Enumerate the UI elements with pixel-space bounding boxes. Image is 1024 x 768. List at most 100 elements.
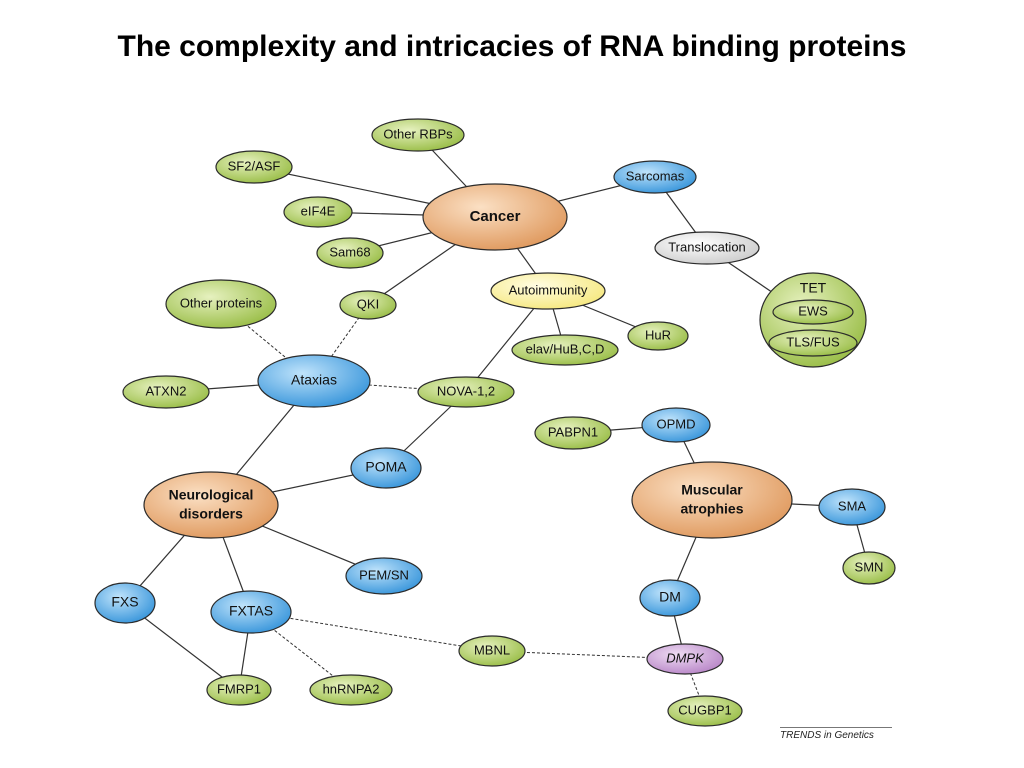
node-label-qki: QKI	[357, 296, 379, 311]
node-translocation: Translocation	[654, 231, 760, 265]
node-shape-neuro	[143, 471, 279, 539]
node-label-sma: SMA	[838, 498, 867, 513]
node-shape-poma	[350, 447, 422, 489]
node-hnrnpa2: hnRNPA2	[309, 674, 393, 706]
node-label-mbnl: MBNL	[474, 642, 510, 657]
node-label-ews: EWS	[798, 303, 828, 318]
node-autoimmunity: Autoimmunity	[490, 272, 606, 310]
node-shape-sarcomas	[613, 160, 697, 194]
node-hur: HuR	[627, 321, 689, 351]
node-label-opmd: OPMD	[657, 416, 696, 431]
node-pemsn: PEM/SN	[345, 557, 423, 595]
node-shape-hnrnpa2	[309, 674, 393, 706]
node-other_rbps: Other RBPs	[371, 118, 465, 152]
node-shape-fxs	[94, 582, 156, 624]
node-tlsfus: TLS/FUS	[768, 329, 858, 357]
node-shape-tlsfus	[768, 329, 858, 357]
node-shape-fxtas	[210, 590, 292, 634]
node-shape-muscular	[631, 461, 793, 539]
node-shape-qki	[339, 290, 397, 320]
node-qki: QKI	[339, 290, 397, 320]
node-shape-other_proteins	[165, 279, 277, 329]
node-shape-dm	[639, 579, 701, 617]
node-shape-pabpn1	[534, 416, 612, 450]
node-label-poma: POMA	[365, 459, 407, 475]
edge-fxtas-mbnl	[250, 611, 493, 652]
node-fxtas: FXTAS	[210, 590, 292, 634]
node-label-elav: elav/HuB,C,D	[526, 341, 605, 356]
node-shape-smn	[842, 551, 896, 585]
node-label-smn: SMN	[855, 559, 884, 574]
node-shape-sf2asf	[215, 150, 293, 184]
node-ews: EWS	[772, 299, 854, 325]
node-label-other_proteins: Other proteins	[180, 295, 263, 310]
node-label-muscular: Muscular	[681, 482, 743, 498]
node-shape-hur	[627, 321, 689, 351]
node-pabpn1: PABPN1	[534, 416, 612, 450]
node-label-other_rbps: Other RBPs	[383, 126, 453, 141]
node-neuro: Neurological disorders	[143, 471, 279, 539]
node-cancer: Cancer	[422, 183, 568, 251]
credit-label: TRENDS in Genetics	[780, 727, 892, 741]
node-label-neuro: disorders	[179, 506, 243, 522]
node-label-autoimmunity: Autoimmunity	[509, 282, 588, 297]
node-sarcomas: Sarcomas	[613, 160, 697, 194]
node-other_proteins: Other proteins	[165, 279, 277, 329]
node-label-fxtas: FXTAS	[229, 603, 273, 619]
node-label-atxn2: ATXN2	[146, 383, 187, 398]
node-label-cancer: Cancer	[470, 208, 521, 225]
node-shape-dmpk	[646, 643, 724, 675]
node-shape-cancer	[422, 183, 568, 251]
node-label-ataxias: Ataxias	[291, 372, 337, 388]
node-shape-mbnl	[458, 635, 526, 667]
node-shape-nova	[417, 376, 515, 408]
node-dm: DM	[639, 579, 701, 617]
node-shape-translocation	[654, 231, 760, 265]
node-sam68: Sam68	[316, 237, 384, 269]
node-ataxias: Ataxias	[257, 354, 371, 408]
node-label-translocation: Translocation	[668, 239, 746, 254]
node-shape-cugbp1	[667, 695, 743, 727]
node-label-cugbp1: CUGBP1	[678, 702, 731, 717]
node-label-pemsn: PEM/SN	[359, 567, 409, 582]
node-smn: SMN	[842, 551, 896, 585]
node-label-fmrp1: FMRP1	[217, 681, 261, 696]
node-sma: SMA	[818, 488, 886, 526]
node-label-muscular: atrophies	[680, 501, 743, 517]
node-atxn2: ATXN2	[122, 375, 210, 409]
node-label-hur: HuR	[645, 327, 671, 342]
node-eif4e: eIF4E	[283, 196, 353, 228]
node-label-dmpk: DMPK	[666, 650, 705, 665]
node-shape-opmd	[641, 407, 711, 443]
node-nova: NOVA-1,2	[417, 376, 515, 408]
node-shape-ataxias	[257, 354, 371, 408]
node-shape-ews	[772, 299, 854, 325]
node-elav: elav/HuB,C,D	[511, 334, 619, 366]
node-shape-autoimmunity	[490, 272, 606, 310]
node-shape-sma	[818, 488, 886, 526]
node-label-fxs: FXS	[111, 594, 138, 610]
node-label-tlsfus: TLS/FUS	[786, 334, 840, 349]
node-cugbp1: CUGBP1	[667, 695, 743, 727]
node-label-sam68: Sam68	[329, 244, 370, 259]
node-label-sarcomas: Sarcomas	[626, 168, 685, 183]
node-shape-atxn2	[122, 375, 210, 409]
node-shape-other_rbps	[371, 118, 465, 152]
node-shape-elav	[511, 334, 619, 366]
node-shape-pemsn	[345, 557, 423, 595]
node-label-hnrnpa2: hnRNPA2	[323, 681, 380, 696]
node-label-neuro: Neurological	[169, 487, 254, 503]
node-shape-sam68	[316, 237, 384, 269]
node-dmpk: DMPK	[646, 643, 724, 675]
node-fmrp1: FMRP1	[206, 674, 272, 706]
node-label-tet: TET	[800, 280, 827, 296]
node-shape-fmrp1	[206, 674, 272, 706]
node-label-dm: DM	[659, 589, 681, 605]
page-title: The complexity and intricacies of RNA bi…	[117, 30, 907, 63]
node-muscular: Muscular atrophies	[631, 461, 793, 539]
node-label-pabpn1: PABPN1	[548, 424, 598, 439]
node-shape-eif4e	[283, 196, 353, 228]
node-label-eif4e: eIF4E	[301, 203, 336, 218]
